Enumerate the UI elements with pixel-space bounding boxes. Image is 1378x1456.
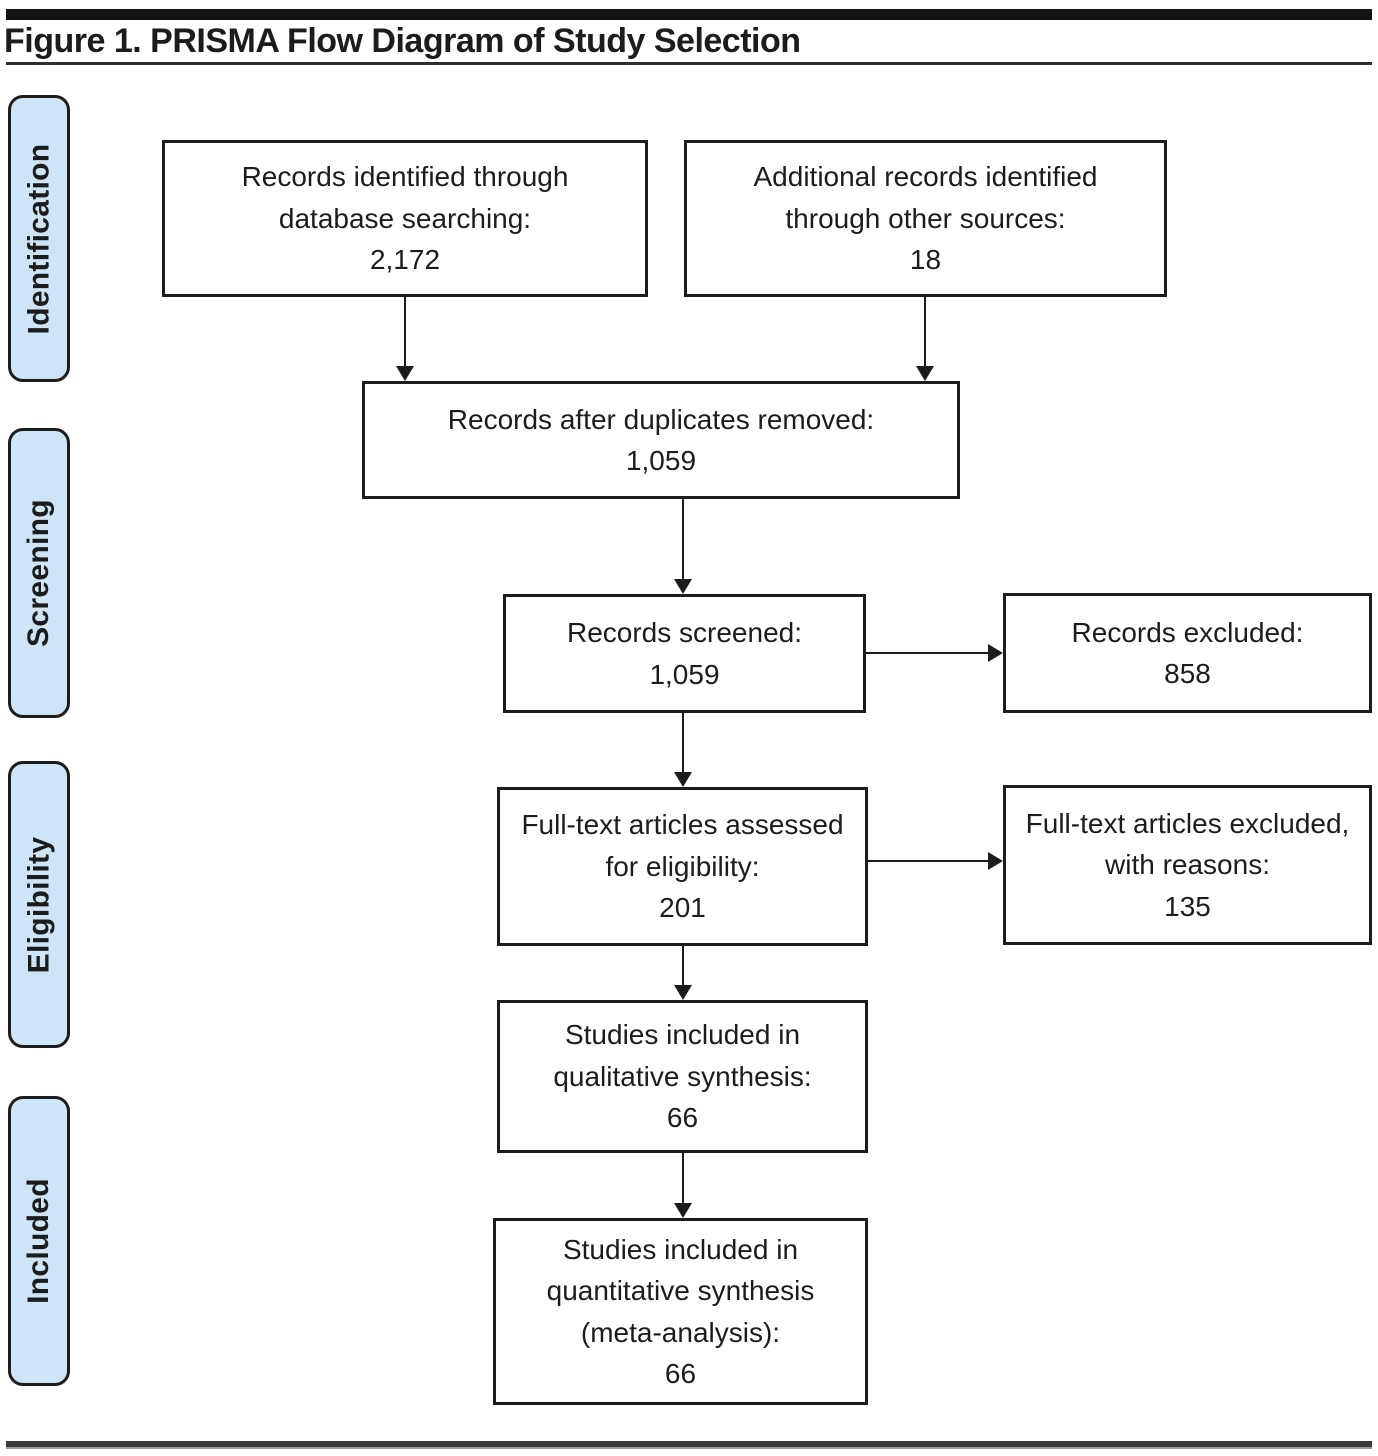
box-fulltext-excluded: Full-text articles excluded, with reason… bbox=[1003, 785, 1372, 945]
title-underline bbox=[6, 62, 1372, 65]
stage-included-label: Included bbox=[22, 1178, 55, 1304]
arrow-duplicates-to-screened-icon bbox=[674, 499, 692, 594]
arrow-identified-to-duplicates-icon bbox=[396, 297, 414, 381]
stage-eligibility: Eligibility bbox=[8, 761, 70, 1048]
stage-included: Included bbox=[8, 1096, 70, 1386]
box-records-screened: Records screened: 1,059 bbox=[503, 594, 866, 713]
figure-title: Figure 1. PRISMA Flow Diagram of Study S… bbox=[4, 22, 801, 60]
stage-screening: Screening bbox=[8, 428, 70, 718]
arrow-fulltext-to-excluded-icon bbox=[868, 852, 1003, 870]
box-records-identified-value: 2,172 bbox=[369, 244, 441, 276]
box-records-identified-label: Records identified through database sear… bbox=[241, 161, 569, 234]
stage-identification-label: Identification bbox=[22, 143, 55, 334]
box-after-duplicates-value: 1,059 bbox=[625, 445, 697, 476]
box-records-excluded: Records excluded: 858 bbox=[1003, 593, 1372, 713]
bottom-rule bbox=[6, 1441, 1372, 1449]
arrow-additional-to-duplicates-icon bbox=[916, 297, 934, 381]
box-records-screened-value: 1,059 bbox=[649, 658, 720, 690]
box-quantitative-synthesis-label: Studies included in quantitative synthes… bbox=[546, 1233, 815, 1348]
box-quantitative-synthesis: Studies included in quantitative synthes… bbox=[493, 1218, 868, 1405]
box-quantitative-synthesis-value: 66 bbox=[664, 1357, 697, 1389]
box-qualitative-synthesis-value: 66 bbox=[666, 1102, 699, 1134]
box-qualitative-synthesis-label: Studies included in qualitative synthesi… bbox=[553, 1019, 812, 1092]
box-records-excluded-value: 858 bbox=[1164, 658, 1211, 689]
box-fulltext-assessed: Full-text articles assessed for eligibil… bbox=[497, 787, 868, 946]
box-fulltext-excluded-value: 135 bbox=[1164, 890, 1211, 922]
box-qualitative-synthesis: Studies included in qualitative synthesi… bbox=[497, 1000, 868, 1153]
stage-screening-label: Screening bbox=[22, 499, 55, 647]
box-fulltext-excluded-label: Full-text articles excluded, with reason… bbox=[1025, 807, 1350, 881]
arrow-screened-to-excluded-icon bbox=[866, 644, 1003, 662]
box-after-duplicates-label: Records after duplicates removed: bbox=[447, 403, 875, 435]
box-records-excluded-label: Records excluded: bbox=[1071, 616, 1304, 648]
top-rule bbox=[6, 9, 1372, 20]
box-fulltext-assessed-label: Full-text articles assessed for eligibil… bbox=[521, 809, 844, 882]
box-additional-records-value: 18 bbox=[909, 244, 942, 276]
arrow-screened-to-fulltext-icon bbox=[674, 713, 692, 787]
box-after-duplicates: Records after duplicates removed: 1,059 bbox=[362, 381, 960, 499]
box-fulltext-assessed-value: 201 bbox=[659, 892, 706, 924]
arrow-qualitative-to-quantitative-icon bbox=[674, 1153, 692, 1218]
arrow-fulltext-to-qualitative-icon bbox=[674, 946, 692, 1000]
box-records-identified: Records identified through database sear… bbox=[162, 140, 648, 297]
box-records-screened-label: Records screened: bbox=[566, 617, 802, 649]
box-additional-records-label: Additional records identified through ot… bbox=[753, 161, 1098, 234]
stage-eligibility-label: Eligibility bbox=[22, 836, 55, 973]
box-additional-records: Additional records identified through ot… bbox=[684, 140, 1167, 297]
stage-identification: Identification bbox=[8, 95, 70, 382]
